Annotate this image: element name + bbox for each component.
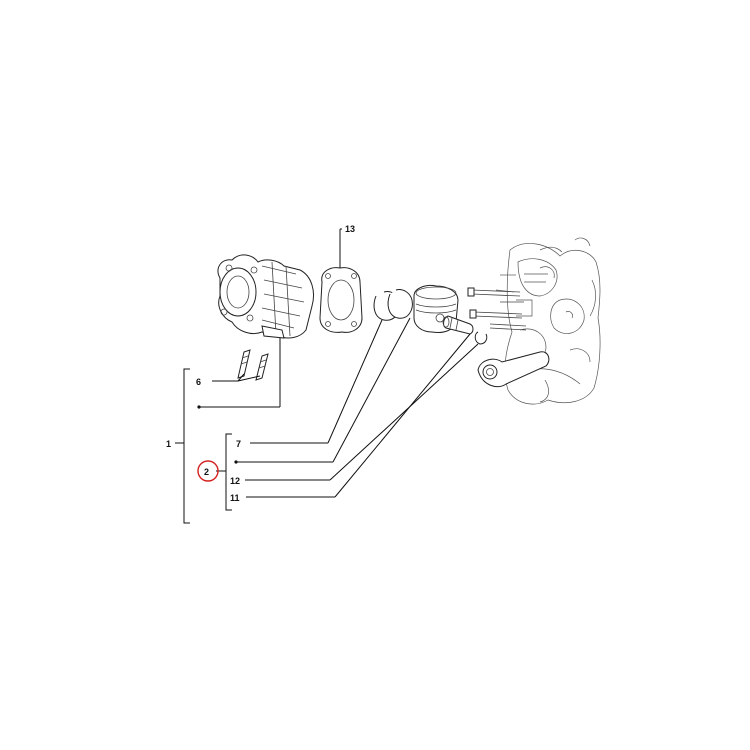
- cylinder-gasket: [319, 267, 363, 333]
- assembly-bracket: [175, 368, 190, 524]
- label-clip: 12: [230, 476, 240, 486]
- cylinder: [217, 254, 314, 339]
- crankcase-illustration: [495, 237, 601, 405]
- label-stud: 6: [196, 377, 201, 387]
- label-assembly: 1: [166, 439, 171, 449]
- label-ring-set: 7: [236, 439, 241, 449]
- connecting-rod: [477, 351, 550, 388]
- label-pin: 11: [230, 493, 240, 503]
- leader-dots: [197, 405, 238, 464]
- label-piston-kit: 2: [204, 467, 209, 477]
- label-gasket: 13: [345, 224, 355, 234]
- pin-clip: [474, 331, 488, 345]
- highlight-circle: [197, 460, 219, 482]
- crankcase-studs: [467, 287, 527, 331]
- piston-rings: [373, 289, 413, 321]
- cylinder-studs: [237, 349, 269, 381]
- leader-lines: [199, 228, 479, 498]
